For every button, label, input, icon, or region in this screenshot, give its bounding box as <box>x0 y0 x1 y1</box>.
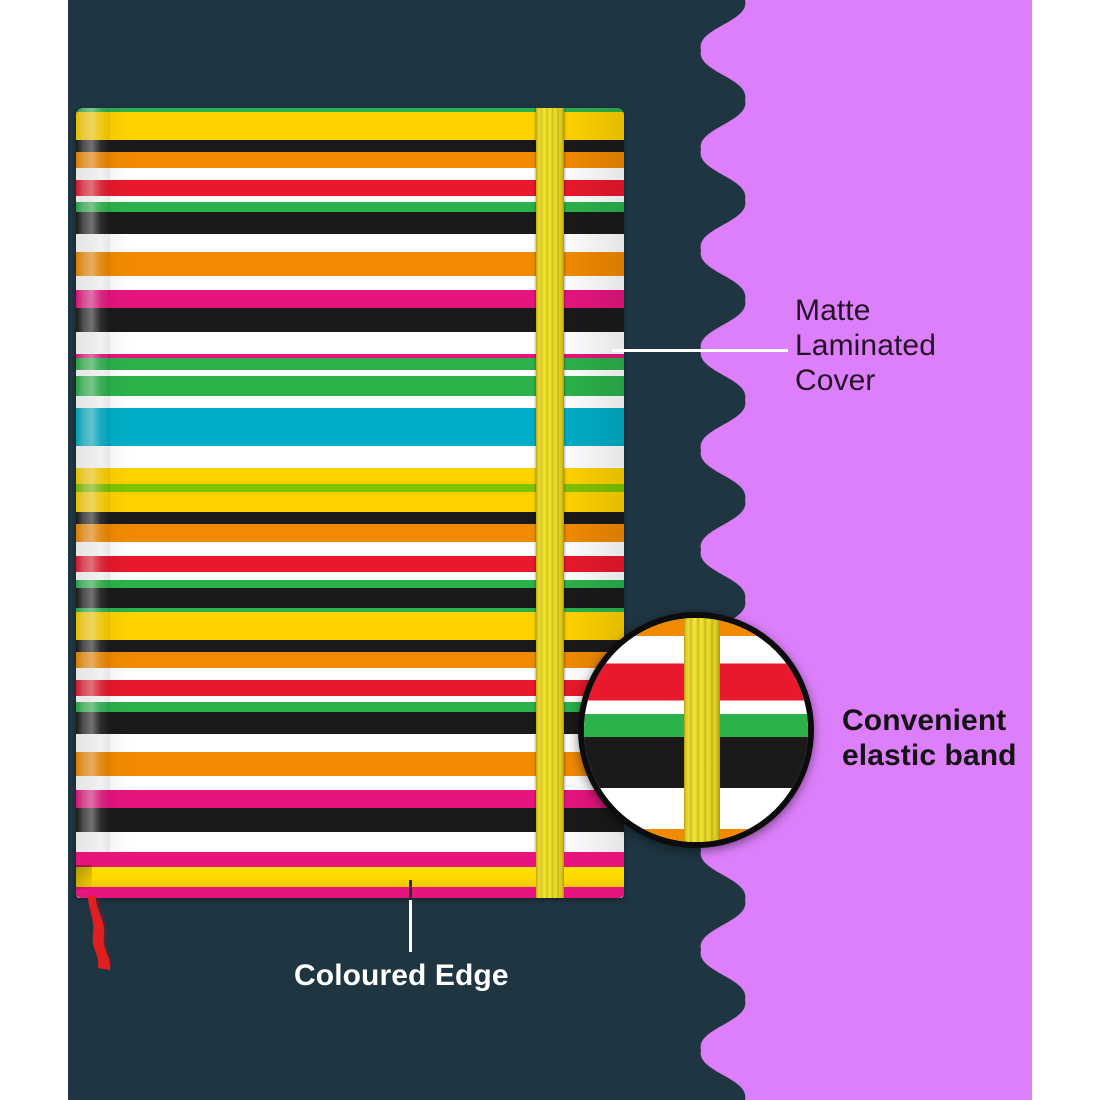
page-edge-bottom-band <box>76 887 624 898</box>
callout-coloured-edge: Coloured Edge <box>294 958 509 993</box>
ribbon-bookmark-icon <box>84 896 118 970</box>
magnified-elastic-band <box>684 618 720 842</box>
magnifier-closeup <box>578 612 814 848</box>
elastic-band-over-pages <box>536 852 564 898</box>
leader-tick-coloured-edge <box>409 880 412 902</box>
leader-line-matte-cover <box>612 349 788 352</box>
callout-line: Coloured Edge <box>294 959 509 992</box>
callout-line: Laminated <box>795 329 936 363</box>
page-edge-paper-block <box>76 867 624 887</box>
magnifier-content <box>584 618 808 842</box>
callout-line: elastic band <box>842 739 1017 773</box>
callout-line: Convenient <box>842 704 1007 737</box>
page-edge-top-band <box>76 852 624 867</box>
coloured-page-edge <box>76 852 624 898</box>
page-edge-corner-shadow <box>76 865 92 889</box>
callout-line: Matte <box>795 294 871 327</box>
callout-line: Cover <box>795 364 876 398</box>
callout-matte-laminated-cover: Matte Laminated Cover <box>795 293 1025 398</box>
stripe-pattern <box>76 108 624 898</box>
notebook-cover <box>76 108 624 898</box>
leader-line-coloured-edge <box>409 900 412 952</box>
callout-convenient-elastic-band: Convenient elastic band <box>842 703 1092 773</box>
elastic-band <box>536 108 564 898</box>
